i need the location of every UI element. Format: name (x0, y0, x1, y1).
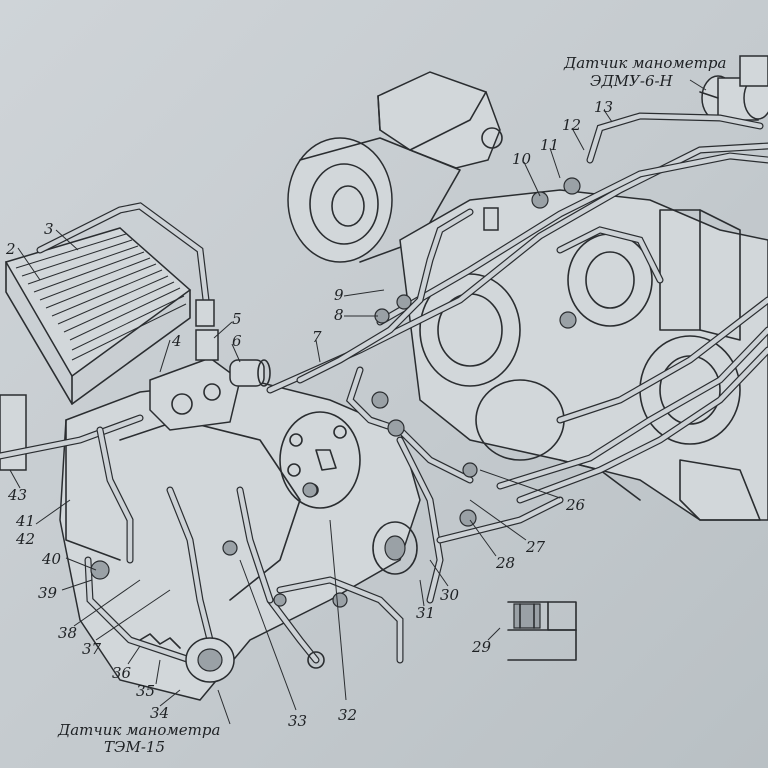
callout-36: 36 (112, 664, 132, 682)
callout-43: 43 (7, 486, 27, 504)
callout-32: 32 (338, 706, 357, 724)
callout-11: 11 (540, 136, 559, 154)
callout-2: 2 (5, 240, 16, 258)
callout-38: 38 (58, 624, 77, 642)
callout-35: 35 (136, 682, 155, 700)
callout-13: 13 (594, 98, 613, 116)
callout-10: 10 (512, 150, 532, 168)
callout-29: 29 (471, 638, 492, 656)
callout-9: 9 (334, 286, 344, 304)
sensor-edmu-model: ЭДМУ-6-Н (590, 72, 674, 90)
callout-12: 12 (562, 116, 581, 134)
callout-6: 6 (232, 332, 242, 350)
callout-5: 5 (232, 310, 242, 328)
sensor-edmu-caption: Датчик манометра (563, 54, 726, 72)
callout-34: 34 (150, 704, 169, 722)
callout-30: 30 (440, 586, 460, 604)
left-filter (0, 394, 144, 471)
callout-26: 26 (565, 496, 586, 514)
oil-radiator (4, 202, 215, 405)
callout-27: 27 (525, 538, 546, 556)
gearbox-housing (59, 379, 421, 701)
sensor-tem-caption: Датчик манометра (57, 721, 220, 739)
pipe-fittings (90, 177, 581, 683)
oil-pipes (84, 112, 768, 664)
valve-block (149, 329, 271, 431)
detail-29-inset (507, 601, 577, 661)
callout-28: 28 (495, 554, 515, 572)
callout-37: 37 (82, 640, 102, 658)
callout-4: 4 (171, 332, 182, 350)
callout-8: 8 (334, 306, 344, 324)
callout-3: 3 (44, 220, 54, 238)
callout-41: 41 (15, 512, 35, 530)
callout-42: 42 (15, 530, 35, 548)
leader-lines (9, 79, 707, 725)
sensor-tem-model: ТЭМ-15 (104, 738, 165, 756)
callout-39: 39 (38, 584, 58, 602)
callout-40: 40 (41, 550, 62, 568)
callout-7: 7 (312, 328, 322, 346)
callout-31: 31 (416, 604, 435, 622)
callout-numbers: 2 3 4 5 6 7 8 9 10 11 12 13 26 27 28 29 … (5, 98, 613, 730)
callout-33: 33 (288, 712, 307, 730)
